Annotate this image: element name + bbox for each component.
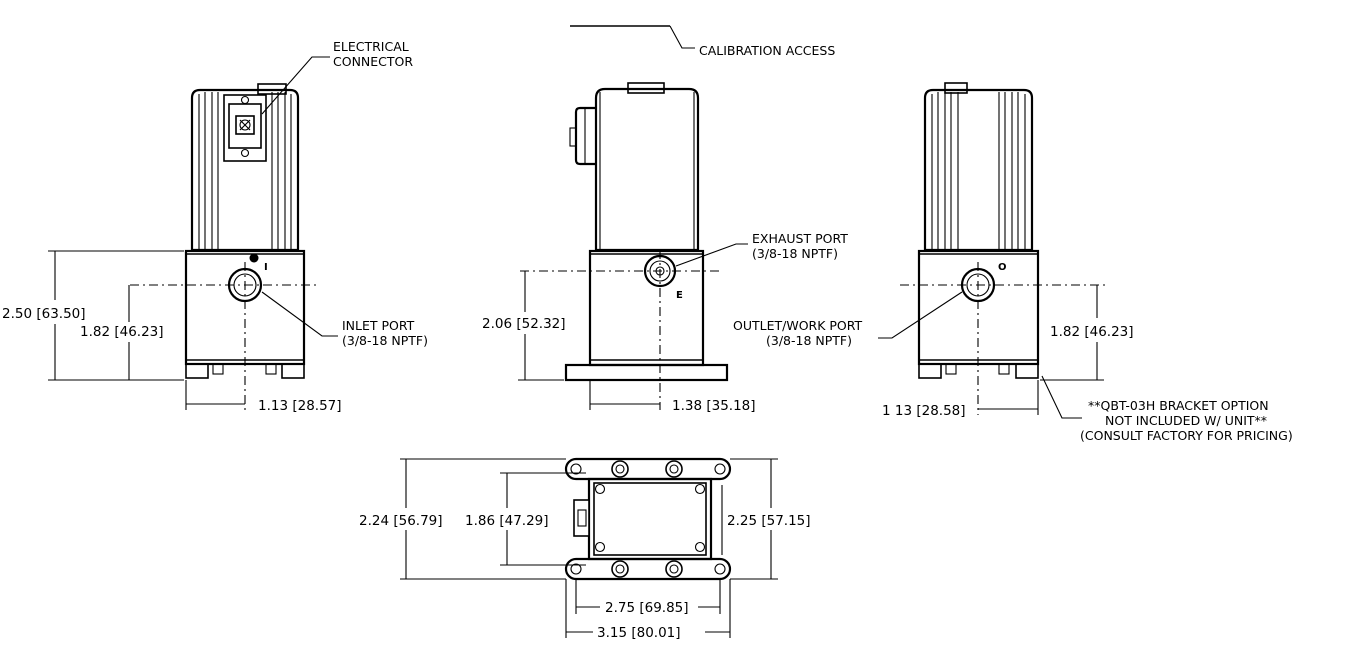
bracket-note-line3: (CONSULT FACTORY FOR PRICING): [1080, 428, 1293, 443]
front-view: I ELECTRICAL CONNECTOR INLET PORT (3/8-1…: [2, 39, 428, 414]
exhaust-port-label-line2: (3/8-18 NPTF): [752, 246, 838, 261]
inlet-port-label-line1: INLET PORT: [342, 318, 415, 333]
dim-bottom-right-height: 2.25 [57.15]: [727, 513, 811, 529]
outlet-port-mark: O: [998, 262, 1007, 273]
bottom-view: 2.24 [56.79] 1.86 [47.29] 2.25 [57.15] 2…: [359, 457, 811, 641]
outlet-port-label-line2: (3/8-18 NPTF): [766, 333, 852, 348]
dim-bottom-inner-height: 1.86 [47.29]: [465, 513, 549, 529]
dim-front-height-total: 2.50 [63.50]: [2, 306, 86, 322]
outlet-port-label-line1: OUTLET/WORK PORT: [733, 318, 863, 333]
electrical-connector-label-line1: ELECTRICAL: [333, 39, 409, 54]
dim-front-port-offset: 1.13 [28.57]: [258, 398, 342, 414]
calibration-access-label: CALIBRATION ACCESS: [699, 43, 835, 58]
dim-side-port-height: 2.06 [52.32]: [482, 316, 566, 332]
exhaust-port-mark: E: [676, 290, 683, 301]
dim-bottom-outer-width: 3.15 [80.01]: [597, 625, 681, 641]
dim-bottom-outer-height: 2.24 [56.79]: [359, 513, 443, 529]
exhaust-port-label-line1: EXHAUST PORT: [752, 231, 848, 246]
dim-rear-port-offset: 1 13 [28.58]: [882, 403, 966, 419]
dim-bottom-inner-width: 2.75 [69.85]: [605, 600, 689, 616]
dim-side-port-offset: 1.38 [35.18]: [672, 398, 756, 414]
inlet-port-mark: I: [264, 262, 268, 273]
side-view: CALIBRATION ACCESS E EXHAUST PORT (3/8-1…: [482, 25, 848, 414]
bracket-note-line1: **QBT-03H BRACKET OPTION: [1088, 398, 1269, 413]
dim-front-port-height: 1.82 [46.23]: [80, 324, 164, 340]
dim-rear-port-height: 1.82 [46.23]: [1050, 324, 1134, 340]
inlet-port-label-line2: (3/8-18 NPTF): [342, 333, 428, 348]
rear-view: O OUTLET/WORK PORT (3/8-18 NPTF) 1.82 [4…: [733, 82, 1293, 443]
electrical-connector-label-line2: CONNECTOR: [333, 54, 413, 69]
bracket-note-line2: NOT INCLUDED W/ UNIT**: [1105, 413, 1267, 428]
electrical-connector: [223, 94, 267, 162]
